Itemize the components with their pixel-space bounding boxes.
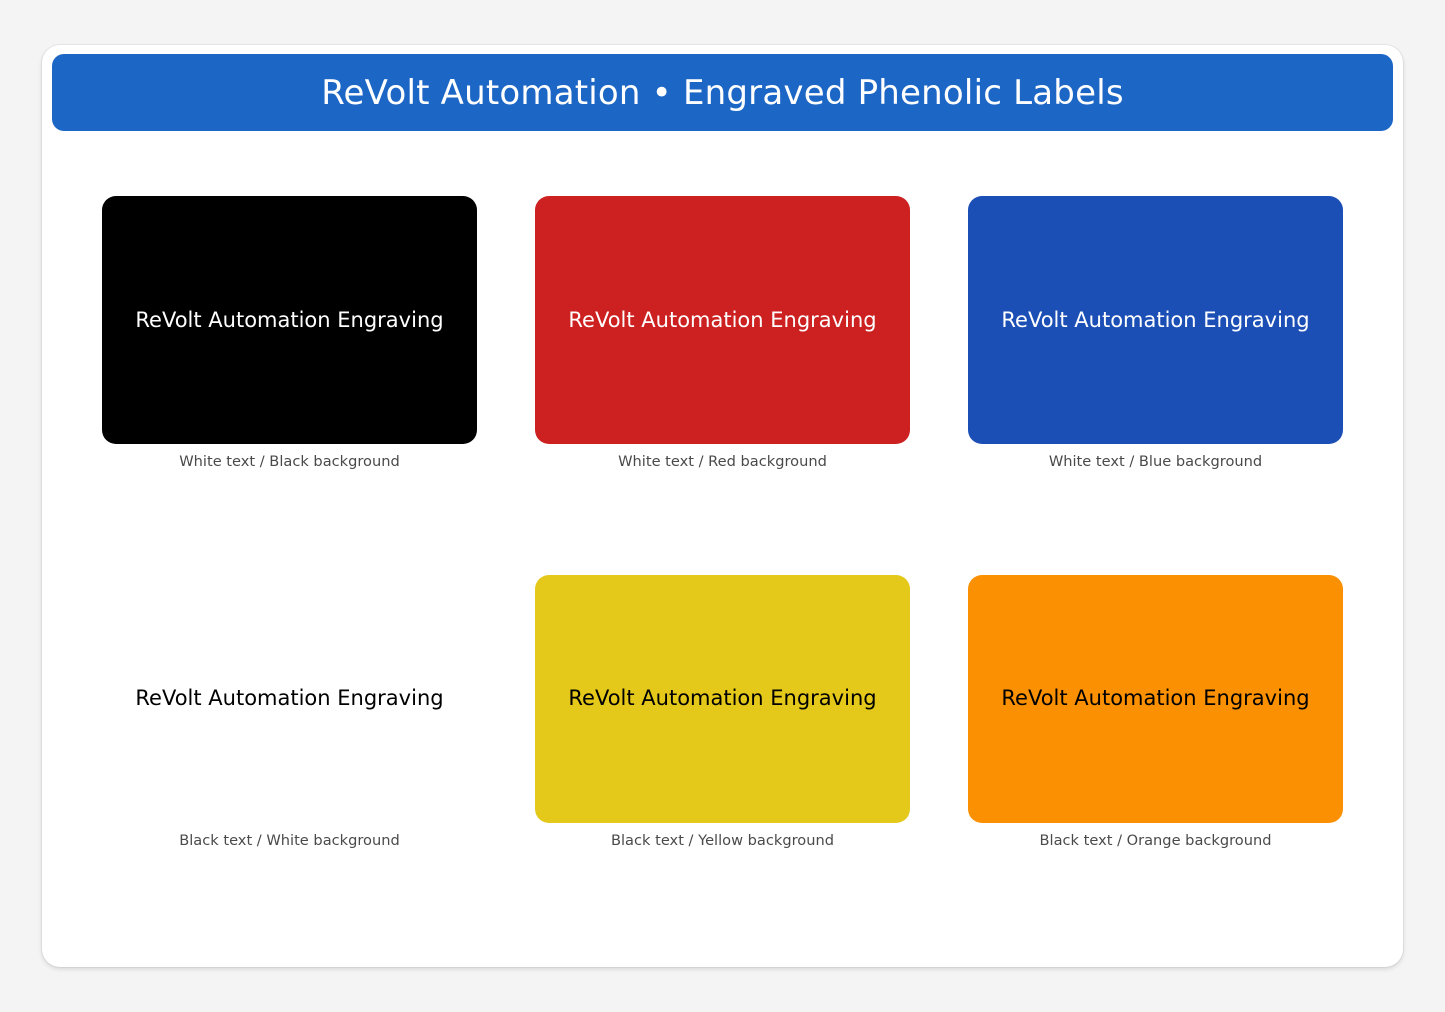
swatch-caption: White text / Black background [179, 453, 400, 470]
label-plate[interactable]: ReVolt Automation Engraving [968, 196, 1343, 444]
swatch-caption: White text / Red background [618, 453, 827, 470]
page-title: ReVolt Automation • Engraved Phenolic La… [321, 72, 1124, 113]
swatch-caption: Black text / Orange background [1039, 831, 1272, 849]
label-plate[interactable]: ReVolt Automation Engraving [102, 574, 477, 823]
swatch-cell-white-on-black[interactable]: ReVolt Automation Engraving White text /… [102, 196, 477, 470]
label-plate-text: ReVolt Automation Engraving [1001, 686, 1310, 711]
swatch-cell-black-on-yellow[interactable]: ReVolt Automation Engraving Black text /… [535, 574, 910, 849]
label-plate-text: ReVolt Automation Engraving [135, 686, 444, 711]
label-plate[interactable]: ReVolt Automation Engraving [535, 196, 910, 444]
label-plate-text: ReVolt Automation Engraving [568, 686, 877, 711]
label-plate-text: ReVolt Automation Engraving [1001, 307, 1310, 332]
panel-header-bar: ReVolt Automation • Engraved Phenolic La… [52, 54, 1393, 131]
label-plate[interactable]: ReVolt Automation Engraving [102, 196, 477, 444]
label-plate[interactable]: ReVolt Automation Engraving [535, 574, 910, 823]
swatch-caption: Black text / Yellow background [610, 831, 834, 849]
swatch-cell-white-on-red[interactable]: ReVolt Automation Engraving White text /… [535, 196, 910, 470]
swatch-caption: Black text / White background [179, 831, 400, 849]
label-catalog-panel: ReVolt Automation • Engraved Phenolic La… [42, 45, 1403, 967]
swatch-cell-white-on-blue[interactable]: ReVolt Automation Engraving White text /… [968, 196, 1343, 470]
swatch-grid: ReVolt Automation Engraving White text /… [102, 196, 1343, 848]
swatch-caption: White text / Blue background [1048, 453, 1263, 470]
label-plate-text: ReVolt Automation Engraving [568, 307, 877, 332]
label-plate-text: ReVolt Automation Engraving [135, 307, 444, 332]
swatch-cell-black-on-white[interactable]: ReVolt Automation Engraving Black text /… [102, 574, 477, 849]
swatch-cell-black-on-orange[interactable]: ReVolt Automation Engraving Black text /… [968, 574, 1343, 849]
label-plate[interactable]: ReVolt Automation Engraving [968, 574, 1343, 823]
